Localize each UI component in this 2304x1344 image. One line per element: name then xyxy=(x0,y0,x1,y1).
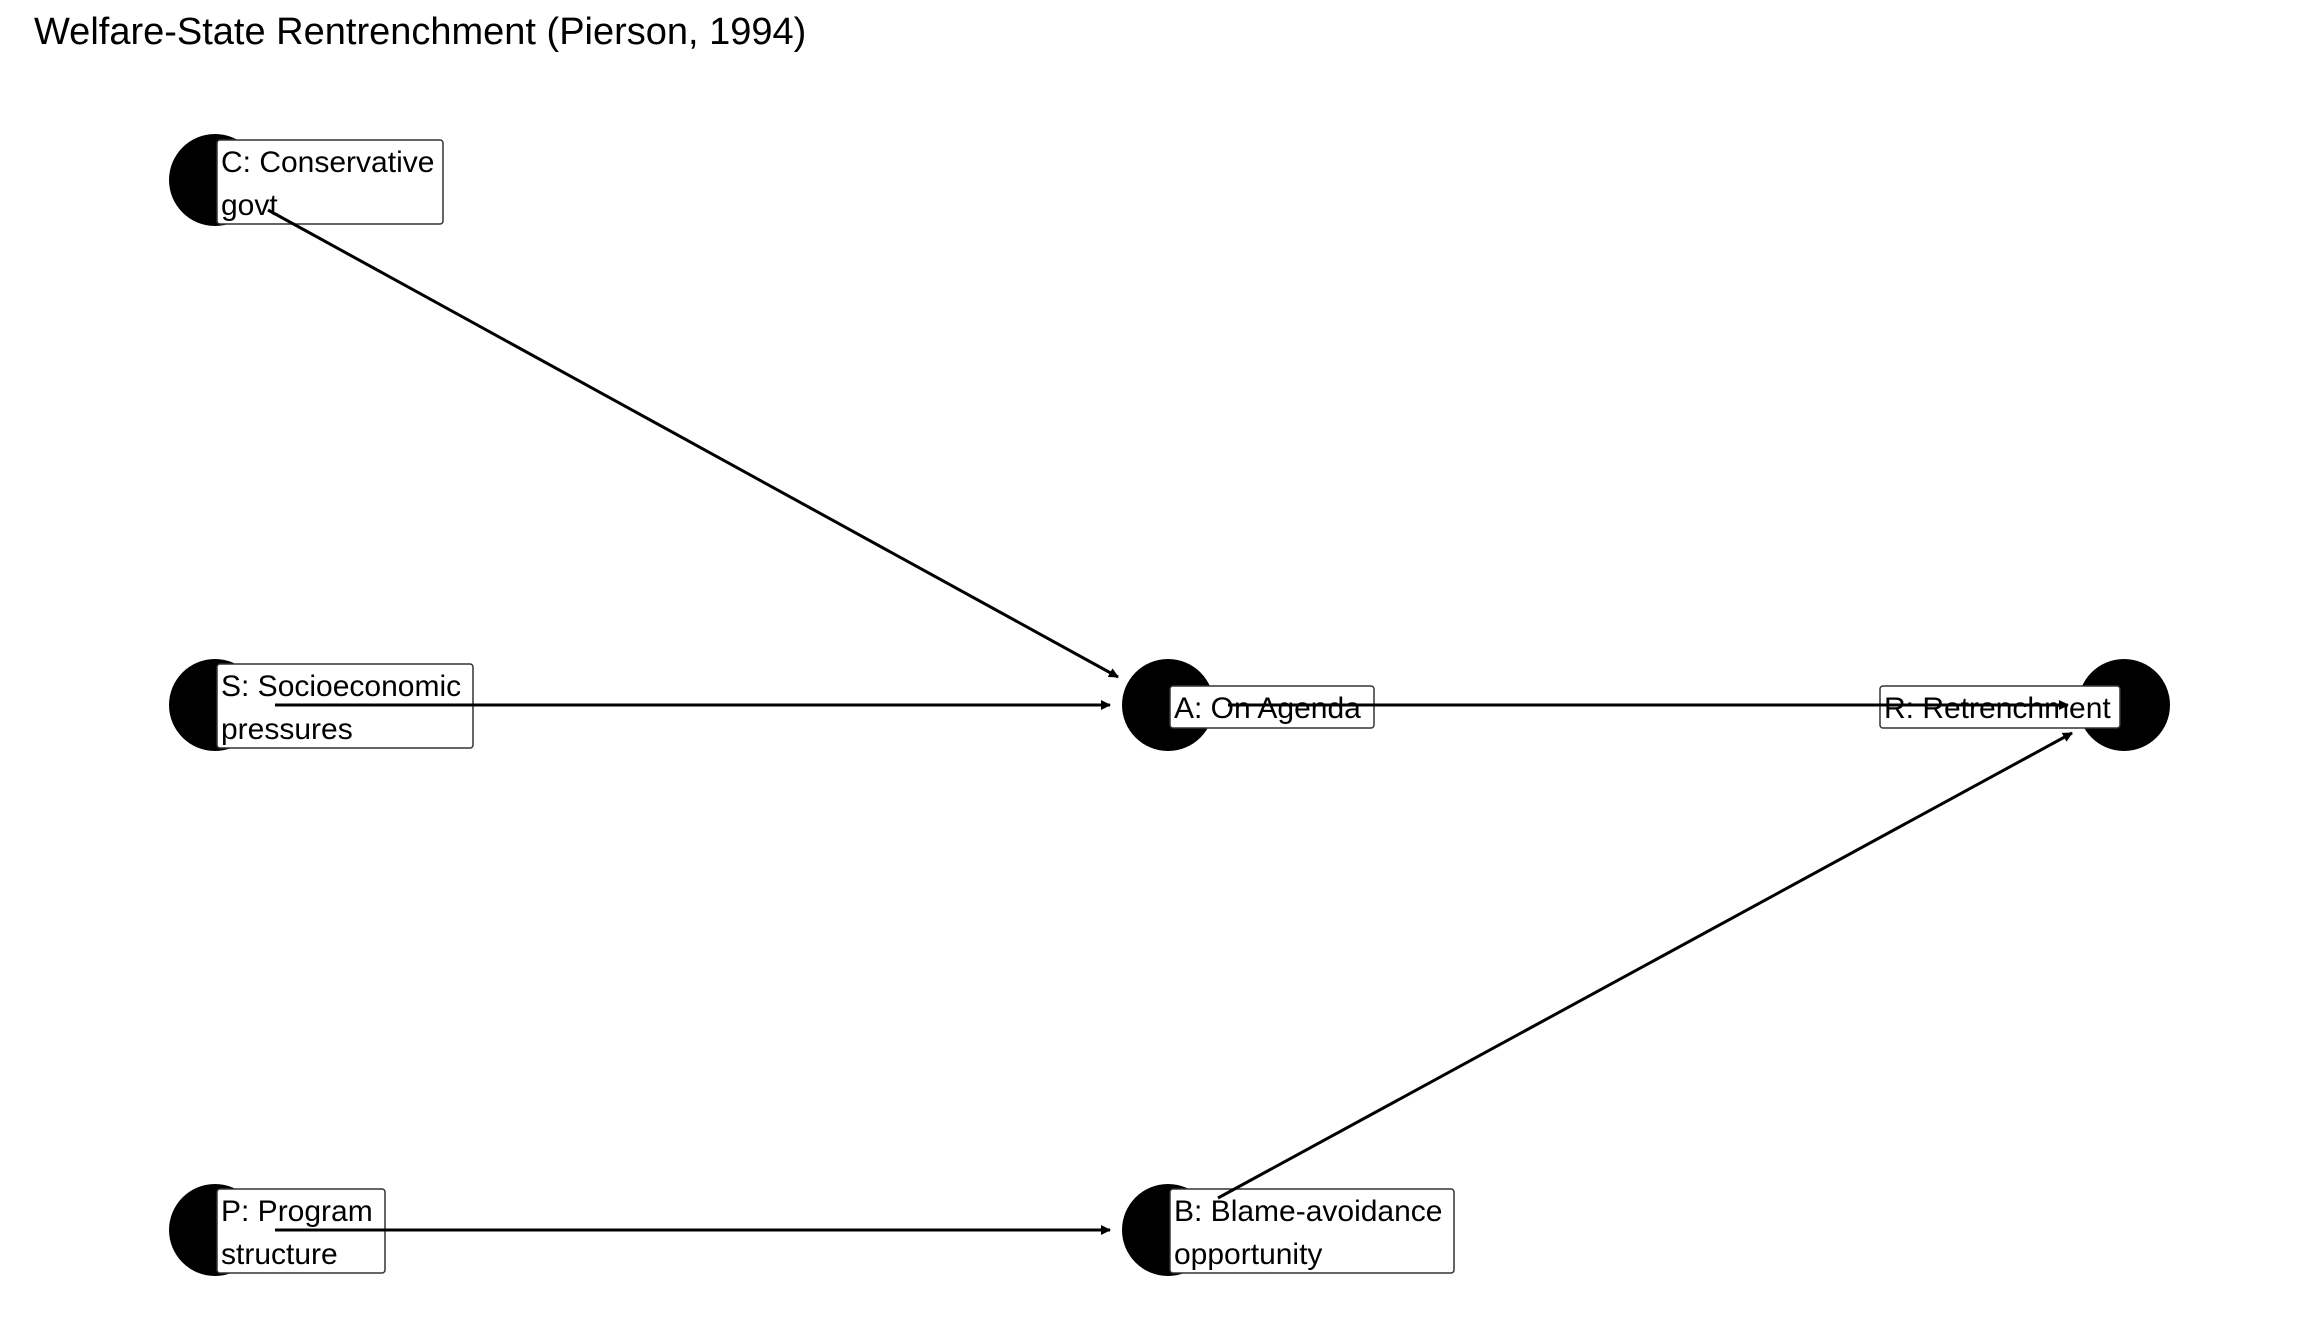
edges-layer xyxy=(267,208,2073,1235)
label-box-b xyxy=(1169,1188,1455,1274)
node-labels-layer: C: Conservative govt S: Socioeconomic pr… xyxy=(216,139,2121,1274)
label-box-a xyxy=(1169,685,1375,729)
label-text-c-line2: govt xyxy=(221,189,278,222)
edge-b-to-r xyxy=(1217,731,2073,1200)
label-text-a-line1: A: On Agenda xyxy=(1174,692,1361,725)
label-box-c xyxy=(216,139,444,225)
label-text-r-line1: R: Retrenchment xyxy=(1884,692,2111,725)
label-text-b-line1: B: Blame-avoidance xyxy=(1174,1195,1442,1228)
diagram-title: Welfare-State Rentrenchment (Pierson, 19… xyxy=(34,11,806,53)
node-label-b: B: Blame-avoidance opportunity xyxy=(1169,1188,1455,1274)
label-text-s-line2: pressures xyxy=(221,713,353,746)
node-label-c: C: Conservative govt xyxy=(216,139,444,225)
label-text-c-line1: C: Conservative xyxy=(221,146,434,179)
label-text-p-line1: P: Program xyxy=(221,1195,373,1228)
node-label-a: A: On Agenda xyxy=(1169,685,1375,729)
node-label-r: R: Retrenchment xyxy=(1879,685,2121,729)
label-text-p-line2: structure xyxy=(221,1238,338,1271)
label-text-s-line1: S: Socioeconomic xyxy=(221,670,461,703)
node-label-s: S: Socioeconomic pressures xyxy=(216,663,474,749)
label-text-b-line2: opportunity xyxy=(1174,1238,1322,1271)
label-box-r xyxy=(1879,685,2121,729)
edge-c-to-a xyxy=(267,208,1119,679)
